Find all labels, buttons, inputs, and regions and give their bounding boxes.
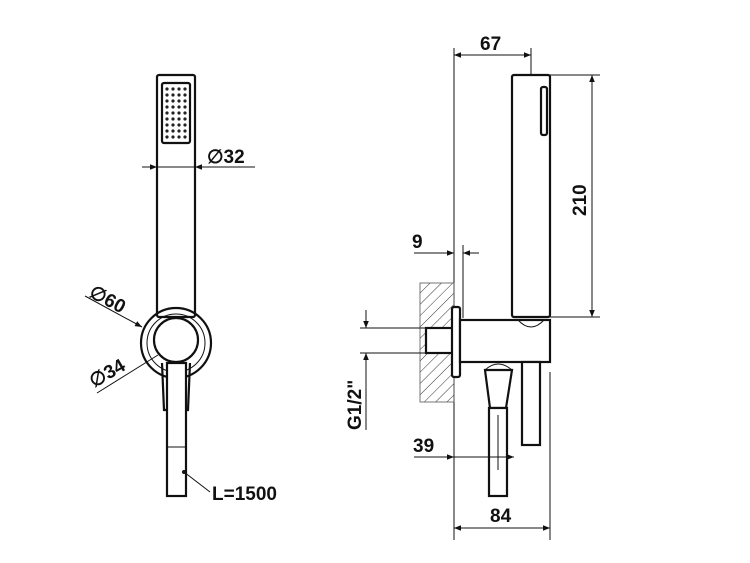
nozzle-dot: [171, 111, 175, 115]
handshower-side: [510, 73, 552, 319]
nozzle-dot: [171, 135, 175, 139]
nozzle-dot: [165, 93, 169, 97]
nozzle-dot: [177, 93, 181, 97]
holder-tube: [520, 360, 542, 447]
nozzle-dot: [183, 99, 187, 103]
nozzle-dot: [183, 123, 187, 127]
label-hose-length: L=1500: [212, 484, 277, 505]
side-view: 67 210 9 G1/2" 39 84: [345, 34, 600, 540]
label-thread: G1/2": [345, 380, 366, 430]
nozzle-dot: [171, 87, 175, 91]
nozzle-dot: [165, 135, 169, 139]
pipe-stub: [424, 326, 455, 355]
label-210: 210: [570, 184, 591, 216]
label-39: 39: [413, 436, 434, 457]
holder-circle: [152, 316, 200, 364]
spray-face: [160, 81, 192, 145]
nozzle-dot: [171, 105, 175, 109]
label-diameter-60: ∅60: [86, 282, 129, 318]
label-9: 9: [412, 232, 423, 253]
spray-side: [539, 85, 549, 137]
nozzle-dot: [171, 99, 175, 103]
nozzle-dot: [177, 99, 181, 103]
nozzle-dot: [183, 93, 187, 97]
label-diameter-32: ∅32: [207, 147, 245, 168]
nozzle-dot: [177, 123, 181, 127]
wall-outlet-body: [458, 318, 552, 364]
spray-nozzles: [165, 87, 187, 139]
front-view: ∅32 ∅60 ∅34 L=1500: [84, 73, 277, 505]
nozzle-dot: [177, 87, 181, 91]
nozzle-dot: [165, 123, 169, 127]
nozzle-dot: [165, 117, 169, 121]
flange: [450, 305, 462, 379]
leader-60: [84, 295, 143, 328]
nozzle-dot: [171, 93, 175, 97]
nozzle-dot: [183, 105, 187, 109]
nozzle-dot: [177, 135, 181, 139]
nozzle-dot: [165, 111, 169, 115]
nozzle-dot: [177, 117, 181, 121]
nozzle-dot: [171, 129, 175, 133]
nozzle-dot: [177, 111, 181, 115]
label-67: 67: [480, 34, 501, 55]
nozzle-dot: [165, 87, 169, 91]
nozzle-dot: [183, 111, 187, 115]
nozzle-dot: [183, 135, 187, 139]
hose: [165, 361, 188, 498]
nozzle-dot: [165, 129, 169, 133]
leader-hose: [183, 471, 211, 493]
leader-34: [96, 354, 159, 394]
nozzle-dot: [183, 87, 187, 91]
nozzle-dot: [165, 105, 169, 109]
label-84: 84: [490, 506, 512, 527]
nozzle-dot: [165, 99, 169, 103]
nozzle-dot: [183, 117, 187, 121]
nozzle-dot: [171, 117, 175, 121]
hose-connector: [483, 368, 514, 410]
nozzle-dot: [171, 123, 175, 127]
nozzle-dot: [177, 105, 181, 109]
holder-cup: [517, 319, 545, 328]
nozzle-dot: [183, 129, 187, 133]
nozzle-dot: [177, 129, 181, 133]
